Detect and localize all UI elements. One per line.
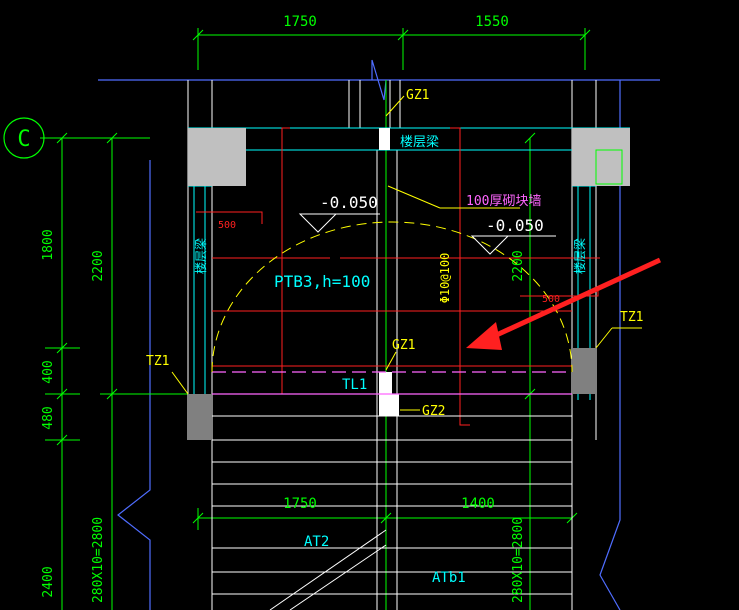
dim-small-right: 500 — [542, 294, 560, 305]
dim-left-4: 2400 — [41, 566, 56, 597]
dim-left-3: 480 — [41, 406, 56, 429]
label-tl1: TL1 — [342, 377, 367, 393]
swing-arc — [211, 221, 573, 373]
red-arrow — [466, 257, 662, 350]
break-lines — [98, 59, 660, 610]
label-gz1-mid: GZ1 — [392, 338, 415, 353]
label-elev-left: -0.050 — [320, 193, 378, 212]
beams — [188, 127, 630, 400]
dim-left-inner-2: 280X10=2800 — [91, 517, 106, 603]
label-gz2: GZ2 — [422, 404, 445, 419]
label-elev-right: -0.050 — [486, 216, 544, 235]
dimension-lines — [40, 28, 591, 610]
dim-left-inner-1: 2200 — [91, 250, 106, 281]
leader-lines — [171, 95, 642, 411]
axis-label: C — [17, 127, 30, 152]
rebar-lines — [196, 127, 600, 426]
axis-bubble — [3, 117, 45, 159]
dim-small-left: 500 — [218, 220, 236, 231]
label-at2: AT2 — [304, 534, 329, 550]
labels: C 1750 1550 1750 1400 1800 400 480 2400 … — [17, 14, 643, 603]
dim-top-right: 1550 — [475, 14, 509, 30]
label-slab: PTB3,h=100 — [274, 272, 370, 291]
dim-left-1: 1800 — [41, 229, 56, 260]
stair-treads — [212, 415, 572, 610]
elevation-markers — [298, 213, 556, 255]
dim-right-inner-2: 280X10=2800 — [511, 517, 526, 603]
label-floor-beam-right: 楼层梁 — [572, 238, 587, 274]
label-gz1-top: GZ1 — [406, 88, 429, 103]
label-tz1-left: TZ1 — [146, 354, 169, 369]
dim-top-left: 1750 — [283, 14, 317, 30]
label-floor-beam-left: 楼层梁 — [193, 238, 208, 274]
landing-lines — [212, 371, 572, 395]
dim-lower-right: 1400 — [461, 496, 495, 512]
columns — [188, 128, 630, 440]
label-wall-note: 100厚砌块墙 — [466, 194, 541, 209]
label-rebar: Φ10@100 — [438, 253, 452, 304]
label-atb1: ATb1 — [432, 570, 466, 586]
label-floor-beam-top: 楼层梁 — [400, 135, 439, 150]
dim-lower-left: 1750 — [283, 496, 317, 512]
dim-left-2: 400 — [41, 360, 56, 383]
dim-right-inner-1: 2200 — [511, 250, 526, 281]
label-tz1-right: TZ1 — [620, 310, 643, 325]
